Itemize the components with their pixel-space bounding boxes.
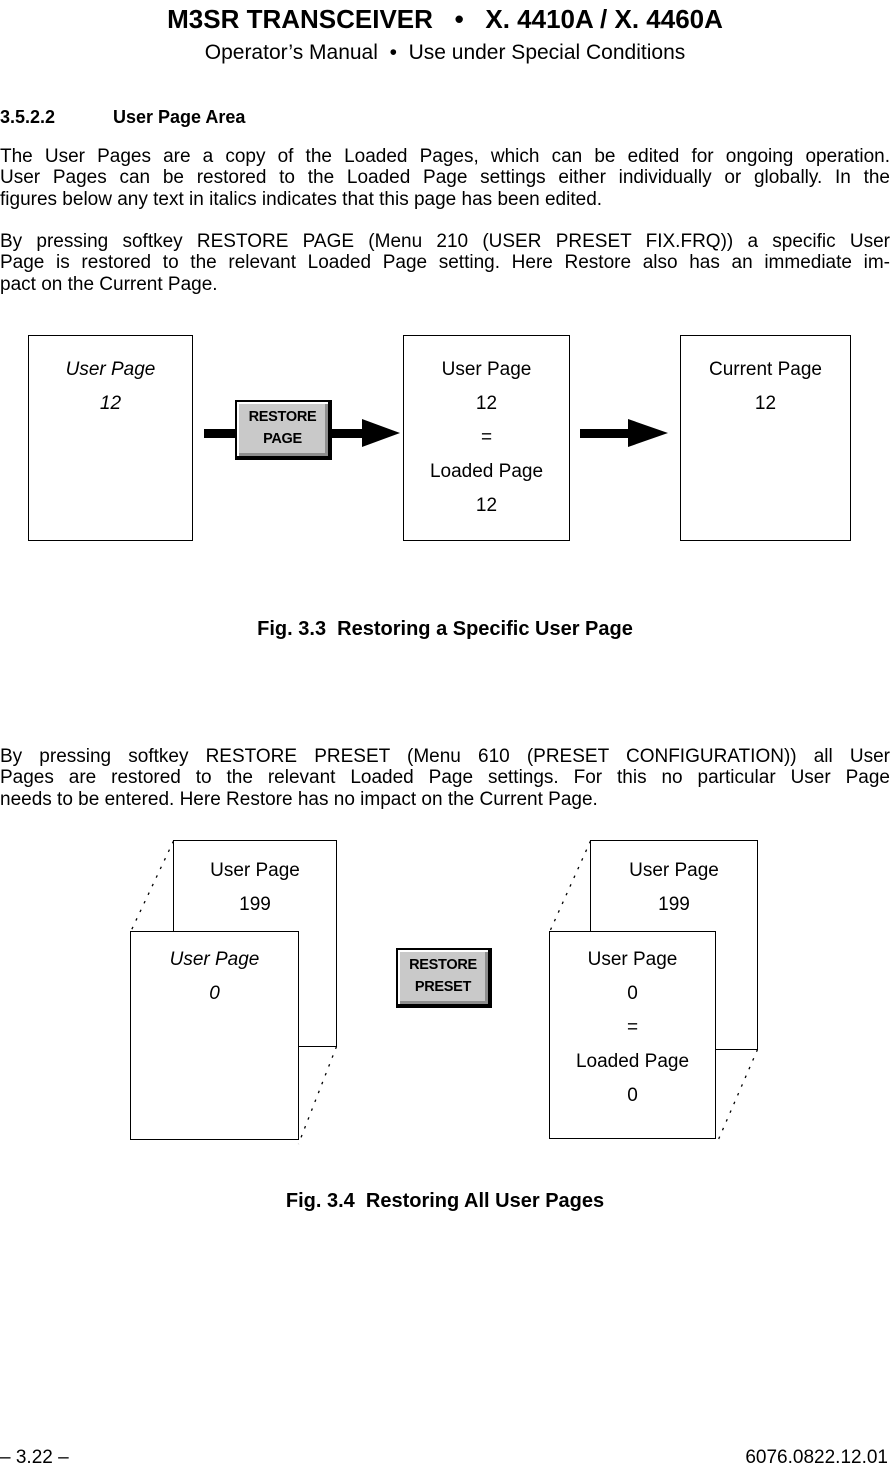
paragraph-line: By pressing softkey RESTORE PRESET (Menu… [0, 746, 890, 767]
restore-preset-softkey-illustration: RESTORE PRESET [396, 948, 492, 1008]
footer-page-number: – 3.22 – [0, 1447, 69, 1468]
box-text-line: 12 [99, 393, 122, 414]
box-text-line: User Page [587, 949, 678, 970]
box-text-line: User Page [441, 359, 532, 380]
paragraph-line: User Pages can be restored to the Loaded… [0, 167, 890, 189]
paragraph-user-pages-intro: The User Pages are a copy of the Loaded … [0, 146, 890, 210]
user-page-box-restored: User Page 12 = Loaded Page 12 [403, 335, 570, 541]
footer-doc-number: 6076.0822.12.01 [745, 1447, 888, 1468]
box-text-line: = [626, 1017, 639, 1038]
softkey-label-line: PAGE [263, 431, 302, 447]
restore-page-softkey-illustration: RESTORE PAGE [235, 400, 332, 460]
paragraph-line: Page is restored to the relevant Loaded … [0, 252, 890, 274]
current-page-box: Current Page 12 [680, 335, 851, 541]
box-text-line: 12 [475, 495, 498, 516]
section-number: 3.5.2.2 [0, 107, 56, 127]
page-header-title: M3SR TRANSCEIVER • X. 4410A / X. 4460A [167, 4, 723, 34]
box-text-line: 199 [239, 894, 271, 915]
user-page-0-box-restored: User Page 0 = Loaded Page 0 [549, 931, 716, 1139]
page-header-subtitle: Operator’s Manual • Use under Special Co… [204, 41, 686, 64]
box-text-line: User Page [210, 860, 300, 881]
box-text-line: Loaded Page [429, 461, 544, 482]
box-text-line: 0 [627, 983, 638, 1004]
box-text-line: 0 [627, 1085, 638, 1106]
arrow-shaft [330, 429, 364, 438]
arrow-shaft [580, 429, 630, 438]
paragraph-restore-preset: By pressing softkey RESTORE PRESET (Menu… [0, 746, 890, 810]
box-text-line: 0 [209, 983, 220, 1004]
box-text-line: Loaded Page [575, 1051, 690, 1072]
section-heading: 3.5.2.2 User Page Area [0, 107, 245, 128]
arrow-head-icon [628, 419, 668, 447]
figure-3-4-caption: Fig. 3.4 Restoring All User Pages [285, 1190, 605, 1212]
paragraph-line: The User Pages are a copy of the Loaded … [0, 146, 890, 167]
box-text-line: 199 [658, 894, 690, 915]
section-title: User Page Area [113, 107, 246, 127]
arrow-shaft [204, 429, 238, 438]
paragraph-line: needs to be entered. Here Restore has no… [0, 788, 598, 810]
box-text-line: 12 [475, 393, 498, 414]
paragraph-line: pact on the Current Page. [0, 273, 218, 295]
paragraph-restore-page: By pressing softkey RESTORE PAGE (Menu 2… [0, 231, 890, 295]
user-page-box-edited: User Page 12 [28, 335, 193, 541]
box-text-line: = [480, 427, 493, 448]
box-text-line: User Page [169, 949, 260, 970]
softkey-label-line: RESTORE [248, 409, 317, 426]
paragraph-line: Pages are restored to the relevant Loade… [0, 767, 890, 789]
paragraph-line: By pressing softkey RESTORE PAGE (Menu 2… [0, 231, 890, 252]
box-text-line: 12 [754, 393, 777, 414]
paragraph-line: figures below any text in italics indica… [0, 188, 603, 210]
figure-3-3-caption: Fig. 3.3 Restoring a Specific User Page [257, 618, 633, 640]
arrow-head-icon [362, 419, 400, 447]
softkey-label-line: PRESET [414, 979, 472, 995]
box-text-line: Current Page [708, 359, 822, 380]
box-text-line: User Page [629, 860, 719, 881]
user-page-0-box-edited: User Page 0 [130, 931, 299, 1140]
softkey-label-line: RESTORE [409, 957, 477, 974]
box-text-line: User Page [65, 359, 156, 380]
